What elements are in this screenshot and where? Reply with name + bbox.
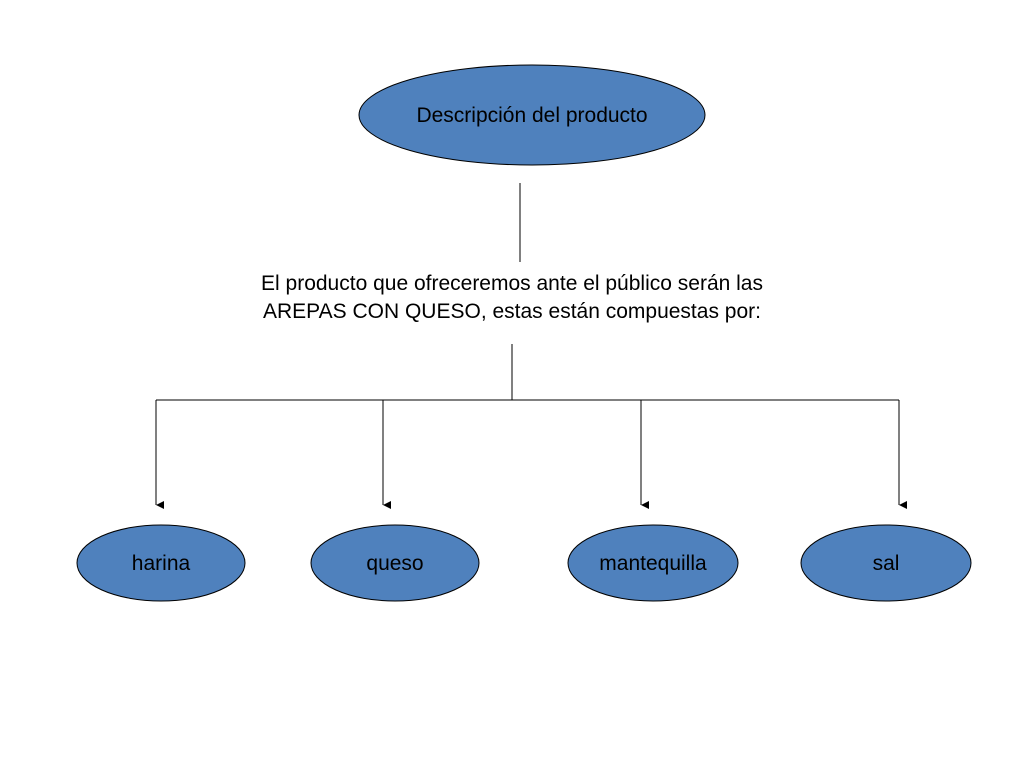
product-description: El producto que ofreceremos ante el públ… xyxy=(162,270,862,326)
root-node-shape xyxy=(358,64,706,166)
ingredient-node-shape xyxy=(310,524,480,602)
ingredient-node-shape xyxy=(800,524,972,602)
ingredient-node-label: mantequilla xyxy=(599,552,707,575)
product-description-line: AREPAS CON QUESO, estas están compuestas… xyxy=(263,300,761,323)
ingredient-node-shape xyxy=(76,524,246,602)
ingredient-node-label: harina xyxy=(132,552,191,575)
root-node-label: Descripción del producto xyxy=(416,104,647,127)
ingredient-node-queso: queso xyxy=(310,524,480,602)
ingredient-node-label: queso xyxy=(366,552,423,575)
product-description-line: El producto que ofreceremos ante el públ… xyxy=(261,272,763,295)
root-node: Descripción del producto xyxy=(358,64,706,166)
ingredient-node-harina: harina xyxy=(76,524,246,602)
ingredient-node-mantequilla: mantequilla xyxy=(567,524,739,602)
ingredient-node-shape xyxy=(567,524,739,602)
ingredient-node-sal: sal xyxy=(800,524,972,602)
ingredient-node-label: sal xyxy=(873,552,900,575)
